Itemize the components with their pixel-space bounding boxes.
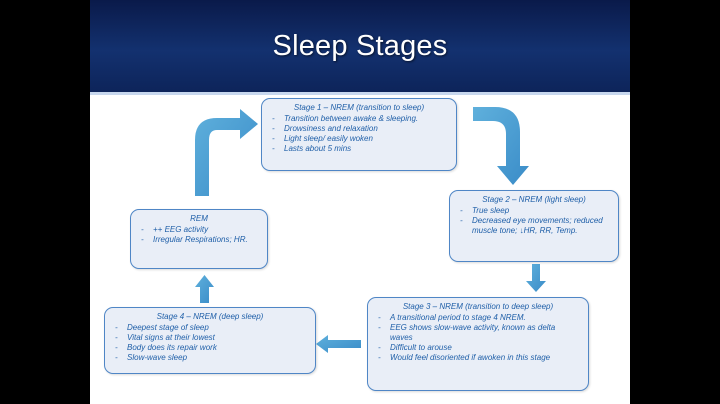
stage3-title: Stage 3 – NREM (transition to deep sleep…: [402, 302, 554, 311]
stage4-box: Stage 4 – NREM (deep sleep) Deepest stag…: [104, 307, 316, 374]
arrow-stage3-to-stage4: [316, 335, 361, 353]
stage4-item: Deepest stage of sleep: [113, 323, 307, 333]
stage4-item: Vital signs at their lowest: [113, 333, 307, 343]
stage1-box: Stage 1 – NREM (transition to sleep) Tra…: [261, 98, 457, 171]
stage2-item: Decreased eye movements; reduced muscle …: [458, 216, 610, 236]
stage1-item: Light sleep/ easily woken: [270, 134, 448, 144]
arrow-stage2-to-stage3: [526, 264, 546, 292]
arrow-rem-to-stage1: [195, 109, 258, 196]
rem-item: Irregular Respirations; HR.: [139, 235, 259, 245]
title-divider: [90, 92, 630, 95]
stage3-list: A transitional period to stage 4 NREM. E…: [376, 313, 580, 363]
stage4-title: Stage 4 – NREM (deep sleep): [156, 312, 264, 321]
rem-box: REM ++ EEG activity Irregular Respiratio…: [130, 209, 268, 269]
stage2-box: Stage 2 – NREM (light sleep) True sleep …: [449, 190, 619, 262]
rem-list: ++ EEG activity Irregular Respirations; …: [139, 225, 259, 245]
cycle-arrows: [195, 107, 546, 353]
stage3-item: EEG shows slow-wave activity, known as d…: [376, 323, 580, 343]
slide-title: Sleep Stages: [272, 30, 448, 62]
stage3-item: Would feel disoriented if awoken in this…: [376, 353, 580, 363]
stage4-item: Slow-wave sleep: [113, 353, 307, 363]
stage4-item: Body does its repair work: [113, 343, 307, 353]
stage1-list: Transition between awake & sleeping. Dro…: [270, 114, 448, 154]
stage2-title: Stage 2 – NREM (light sleep): [482, 195, 586, 204]
rem-title: REM: [190, 214, 208, 223]
stage1-item: Transition between awake & sleeping.: [270, 114, 448, 124]
rem-item: ++ EEG activity: [139, 225, 259, 235]
arrow-stage1-to-stage2: [473, 107, 529, 185]
slide: Sleep Stages Stage 1 – NREM (transition …: [90, 0, 630, 404]
stage2-list: True sleep Decreased eye movements; redu…: [458, 206, 610, 236]
stage3-item: Difficult to arouse: [376, 343, 580, 353]
title-bar: [90, 0, 630, 92]
arrow-stage4-to-rem: [195, 275, 214, 303]
stage2-item: True sleep: [458, 206, 610, 216]
stage4-list: Deepest stage of sleep Vital signs at th…: [113, 323, 307, 363]
stage1-title: Stage 1 – NREM (transition to sleep): [293, 103, 425, 112]
stage3-item: A transitional period to stage 4 NREM.: [376, 313, 580, 323]
stage1-item: Drowsiness and relaxation: [270, 124, 448, 134]
stage3-box: Stage 3 – NREM (transition to deep sleep…: [367, 297, 589, 391]
stage1-item: Lasts about 5 mins: [270, 144, 448, 154]
